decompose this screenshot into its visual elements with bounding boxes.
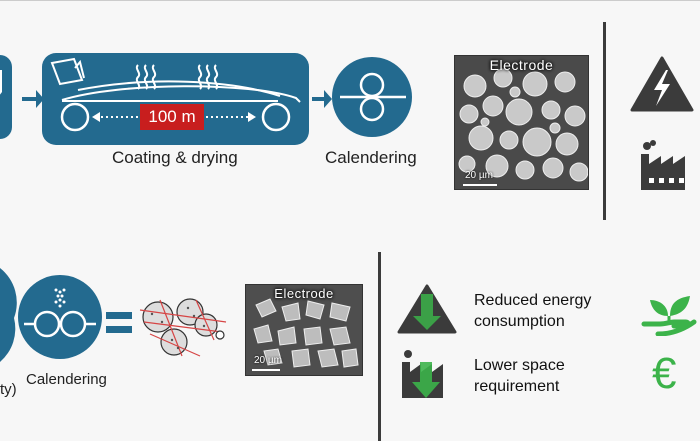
top-scale-bar [463,184,497,186]
plant-in-hand-icon [641,296,697,336]
euro-icon: € [652,349,677,398]
top-scale-label: 20 µm [465,170,493,181]
lower-space-text: Lower space requirement [474,355,565,397]
coater-dryer-unit [42,53,309,145]
lower-space-factory-icon [402,350,443,398]
arrow-to-coater [22,90,44,108]
calender-unit [332,57,412,137]
bottom-calendering-label: Calendering [26,371,107,388]
particle-cluster-illustration [139,298,227,357]
lower-space-line1: Lower space [474,357,565,374]
top-rule [0,0,700,1]
reduced-energy-line1: Reduced energy [474,292,592,309]
bottom-scale-label: 20 µm [254,355,282,366]
sem-particles-texture [455,56,588,189]
coating-line-length-badge: 100 m [140,104,204,130]
feeder-device-partial [0,55,12,139]
sem-crystals-texture [246,285,362,375]
reduced-energy-icon [397,284,457,334]
top-vertical-divider [603,22,606,220]
bottom-electrode-sem-image: Electrode 20 µm [245,284,363,376]
equals-sign [106,312,132,333]
bottom-process-diagram [0,268,227,362]
reduced-energy-text: Reduced energy consumption [474,290,591,332]
top-process-diagram [0,53,412,145]
bottom-vertical-divider [378,252,381,441]
bottom-scale-bar [252,369,280,371]
arrow-to-calender [312,90,332,108]
top-calendering-label: Calendering [325,148,417,167]
left-unit-partial [0,268,17,362]
reduced-energy-line2: consumption [474,313,565,330]
dry-calender-unit [18,275,102,359]
top-electrode-title: Electrode [489,57,554,73]
high-voltage-warning-icon [630,56,694,112]
bottom-electrode-title: Electrode [274,286,334,301]
factory-icon [641,140,685,190]
left-partial-label: ty) [0,381,17,398]
lower-space-line2: requirement [474,378,560,395]
coating-drying-label: Coating & drying [112,148,238,167]
top-electrode-sem-image: Electrode 20 µm [454,55,589,190]
